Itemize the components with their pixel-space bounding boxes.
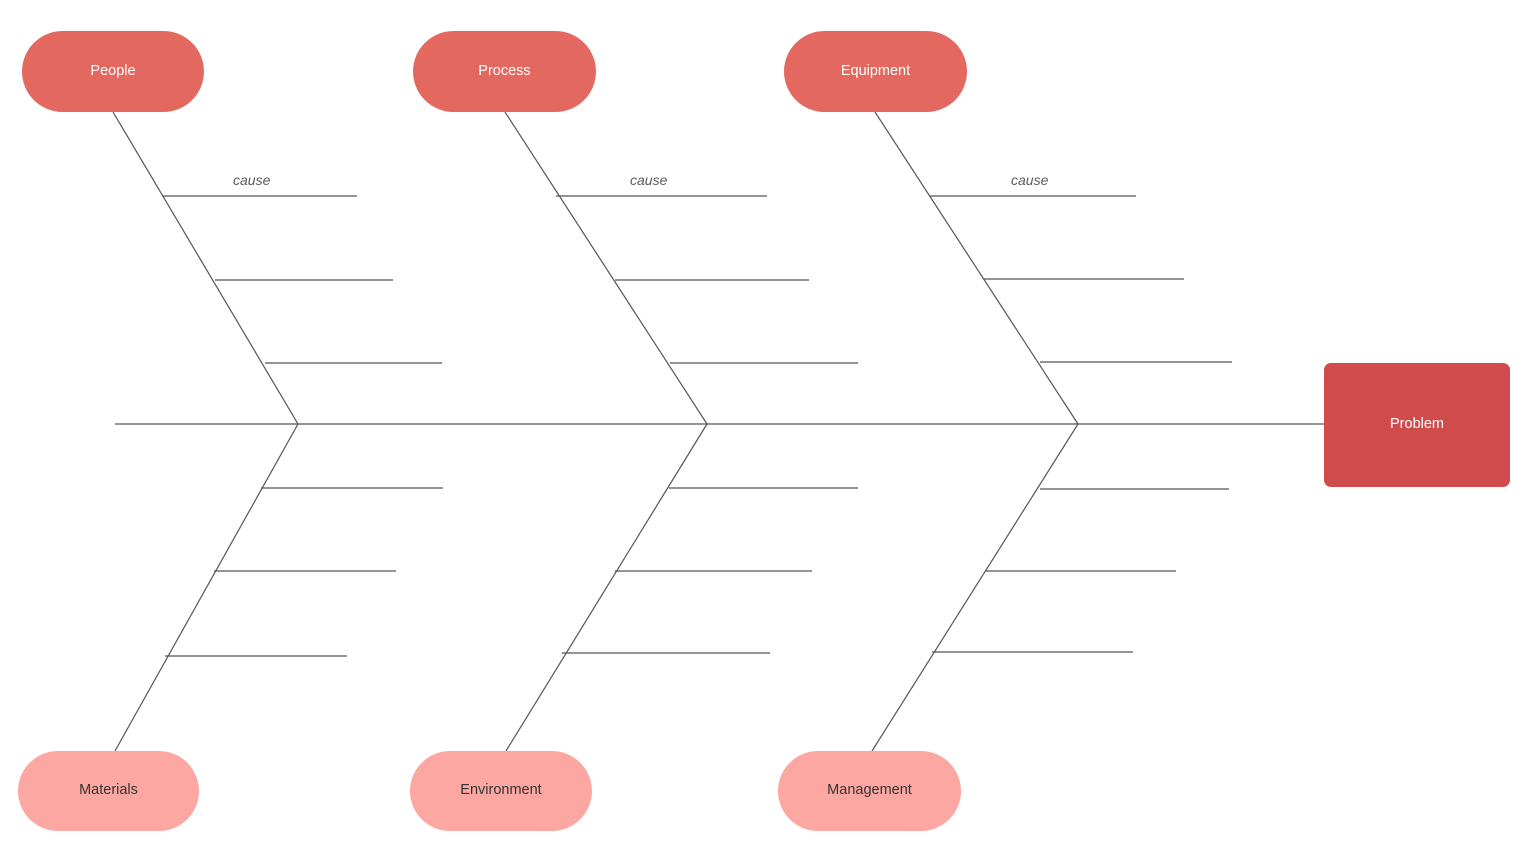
category-ribs-group	[112, 111, 1079, 752]
rib-line-top-2	[874, 111, 1079, 425]
cause-label-people[interactable]: cause	[233, 172, 271, 188]
category-node-people[interactable]: People	[22, 31, 204, 112]
category-label: Process	[478, 62, 531, 79]
category-label: Equipment	[840, 62, 911, 79]
category-node-environment[interactable]: Environment	[410, 751, 592, 831]
category-label: Materials	[79, 782, 138, 799]
rib-line-top-0	[112, 111, 299, 425]
category-node-equipment[interactable]: Equipment	[784, 31, 967, 112]
cause-bones-group	[163, 195, 1232, 657]
rib-line-top-1	[504, 111, 708, 425]
cause-label-equipment[interactable]: cause	[1011, 172, 1049, 188]
rib-line-bottom-2	[871, 423, 1079, 752]
rib-line-bottom-1	[505, 423, 708, 752]
category-label: People	[90, 62, 136, 79]
category-node-management[interactable]: Management	[778, 751, 961, 831]
rib-line-bottom-0	[114, 423, 299, 752]
cause-label-process[interactable]: cause	[630, 172, 668, 188]
category-node-process[interactable]: Process	[413, 31, 596, 112]
category-label: Environment	[460, 782, 542, 799]
problem-label: Problem	[1390, 416, 1444, 433]
category-label: Management	[827, 782, 912, 799]
problem-node[interactable]: Problem	[1324, 363, 1510, 487]
category-node-materials[interactable]: Materials	[18, 751, 199, 831]
